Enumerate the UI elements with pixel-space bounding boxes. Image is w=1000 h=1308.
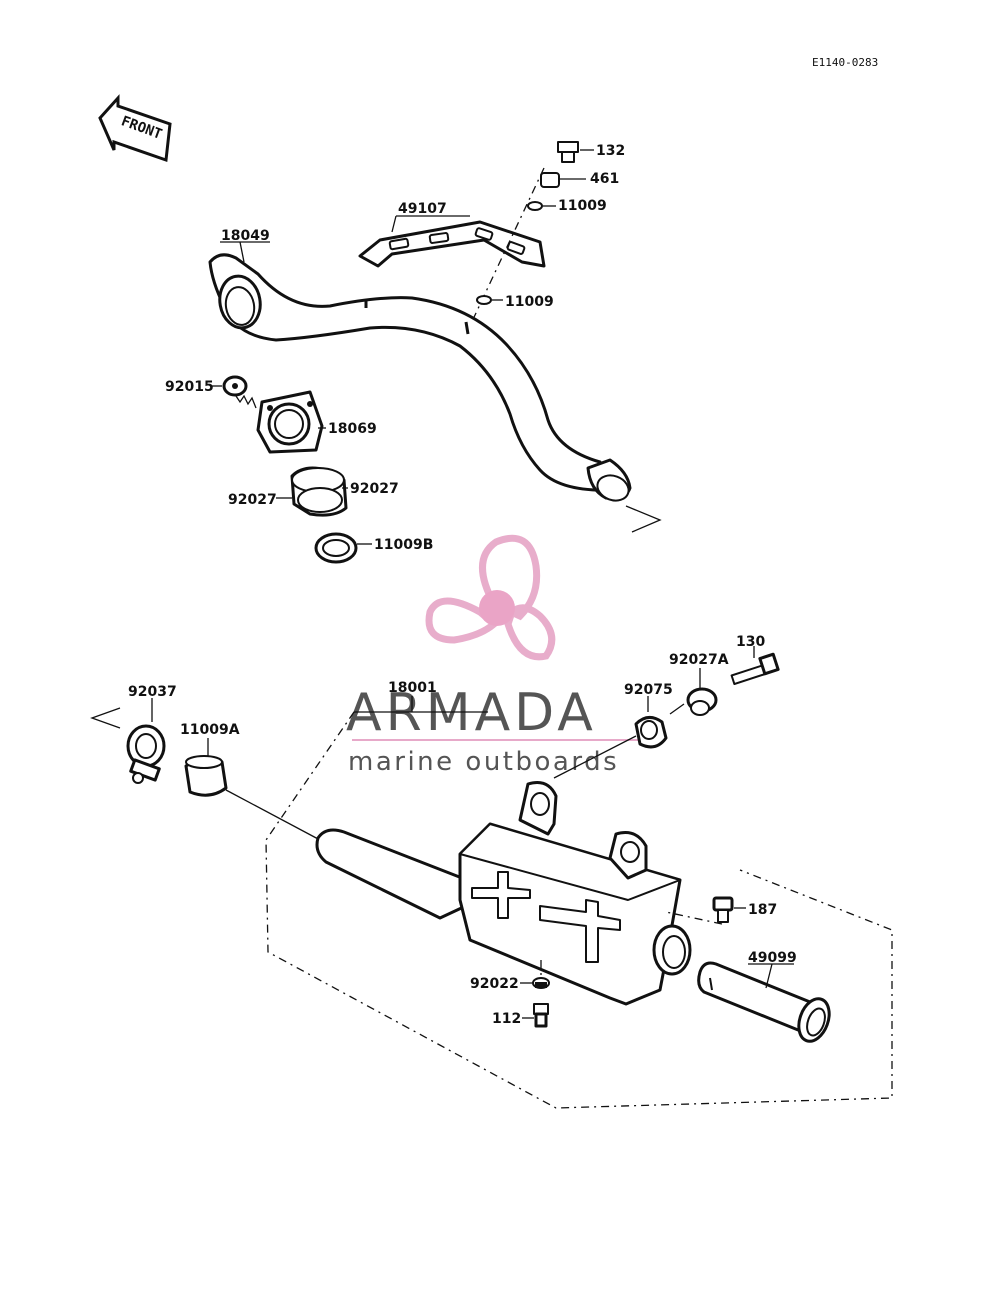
propeller-blade-icon [504, 604, 556, 661]
collar-92027a-icon [686, 687, 718, 716]
label-92022: 92022 [470, 976, 519, 992]
bracket-49107-icon [358, 220, 546, 268]
washer-92022-icon [532, 977, 550, 989]
front-arrow-icon: FRONT [98, 94, 172, 163]
insert-11009a-icon [184, 755, 228, 797]
label-11009b: 11009B [374, 537, 433, 553]
label-49099: 49099 [748, 950, 797, 966]
label-11009-mid: 11009 [505, 294, 554, 310]
label-18001: 18001 [388, 680, 437, 696]
bolt-112-icon [533, 1003, 549, 1028]
label-461: 461 [590, 171, 619, 187]
armada-logo-icon [425, 534, 556, 661]
collar-92027-icon [290, 466, 348, 517]
label-92027a: 92027A [669, 652, 729, 668]
bolt-132-icon [557, 141, 579, 163]
propeller-hub-icon [479, 590, 515, 626]
label-92015: 92015 [165, 379, 214, 395]
label-11009-top: 11009 [558, 198, 607, 214]
label-18049: 18049 [221, 228, 270, 244]
label-112: 112 [492, 1011, 521, 1027]
gasket-11009b-icon [314, 532, 358, 564]
label-92075: 92075 [624, 682, 673, 698]
flange-18069-icon [256, 390, 324, 454]
label-11009a: 11009A [180, 722, 240, 738]
muffler-18001-icon [315, 781, 692, 1006]
bolt-187-icon [712, 896, 734, 923]
propeller-blade-icon [425, 597, 500, 644]
watermark-brand: ARMADA [346, 683, 597, 743]
label-18069: 18069 [328, 421, 377, 437]
washer-11009-top-icon [527, 201, 543, 211]
diagram-code: E1140-0283 [812, 56, 878, 69]
propeller-blade-icon [479, 534, 541, 621]
label-187: 187 [748, 902, 777, 918]
washer-11009-mid-icon [476, 295, 492, 305]
label-132: 132 [596, 143, 625, 159]
bolt-130-icon [730, 652, 780, 686]
clamp-92037-icon [126, 724, 166, 784]
spark-arrester-49099-icon [697, 961, 831, 1043]
label-130: 130 [736, 634, 765, 650]
label-92027-left: 92027 [228, 492, 277, 508]
exhaust-pipe-18049-icon [208, 253, 632, 502]
label-92027-right: 92027 [350, 481, 399, 497]
grommet-92075-icon [634, 716, 668, 749]
label-49107: 49107 [398, 201, 447, 217]
watermark-tagline: marine outboards [348, 747, 619, 777]
nut-92015-icon [222, 375, 248, 397]
label-92037: 92037 [128, 684, 177, 700]
nut-461-icon [540, 172, 560, 188]
